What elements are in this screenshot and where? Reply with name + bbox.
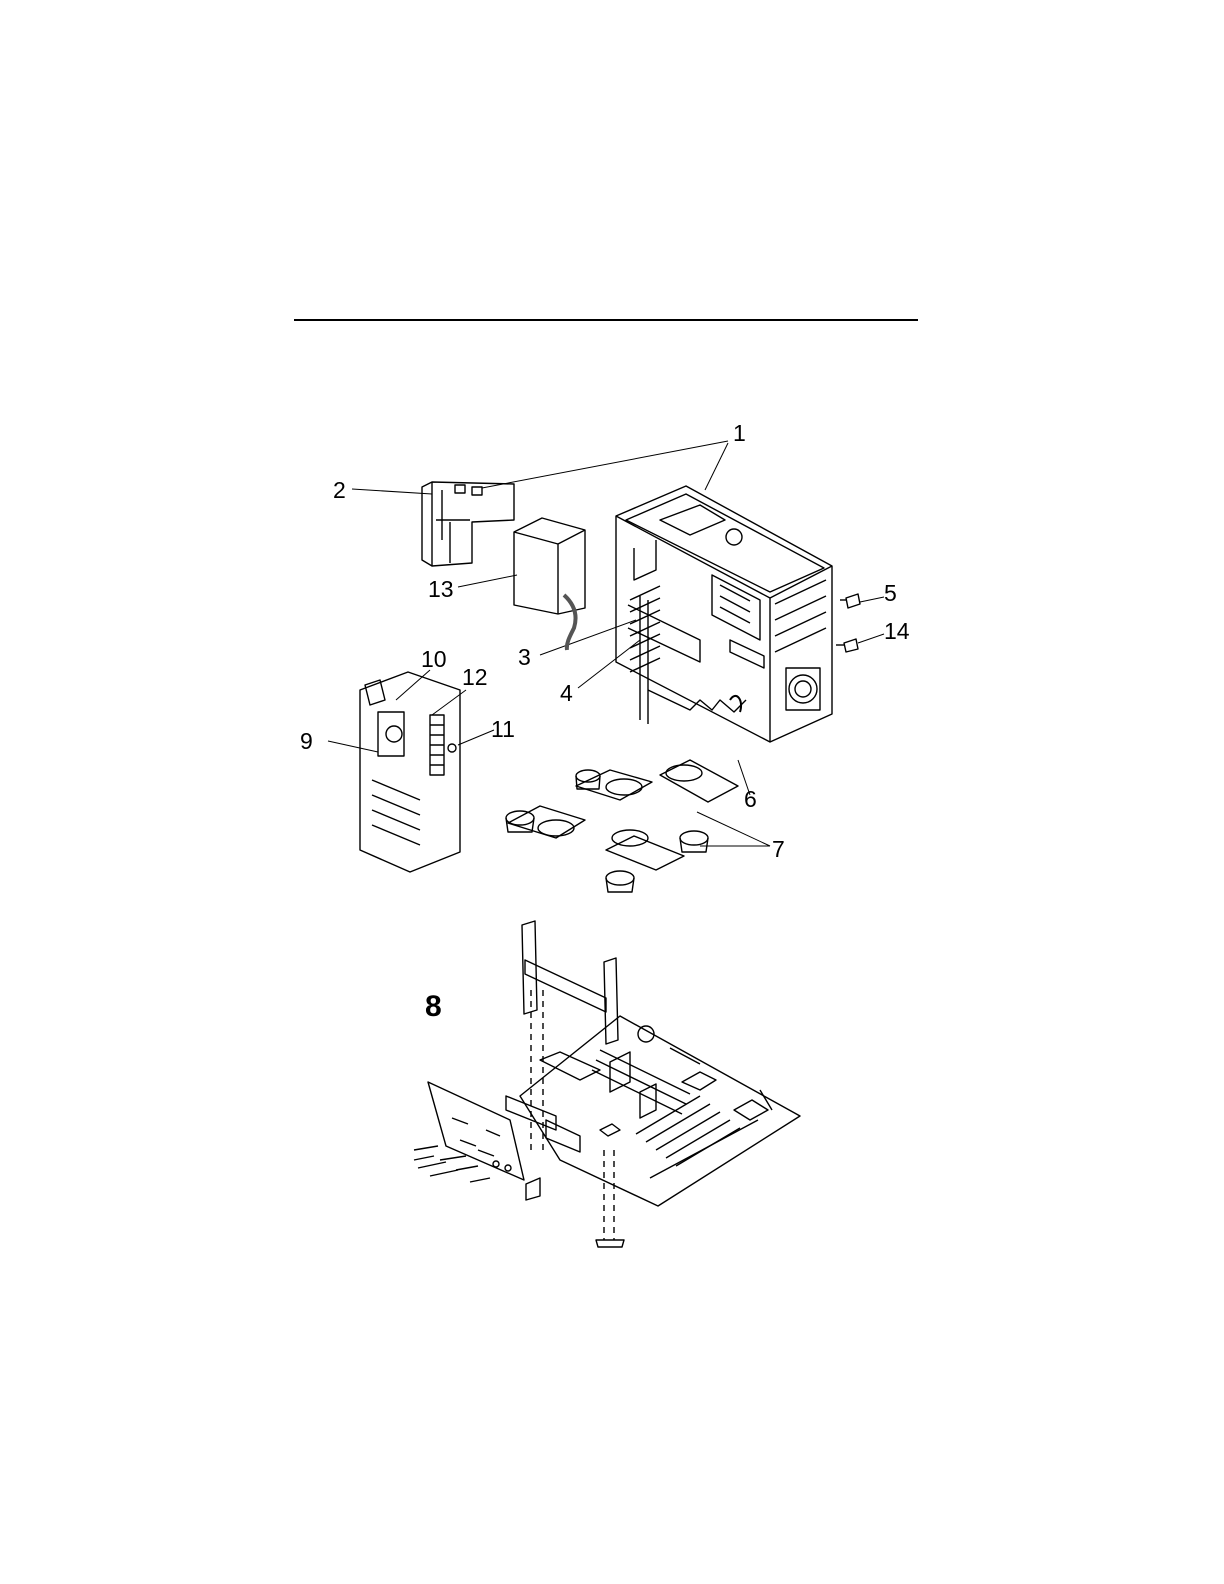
callout-3: 3 (518, 646, 531, 669)
callout-1: 1 (733, 422, 746, 445)
cable-connectors (836, 594, 860, 652)
callout-12: 12 (462, 666, 488, 689)
callout-2: 2 (333, 479, 346, 502)
callout-6: 6 (744, 788, 757, 811)
air-duct (422, 482, 514, 566)
callout-7: 7 (772, 838, 785, 861)
callout-10: 10 (421, 648, 447, 671)
power-supply (514, 518, 585, 650)
callout-13: 13 (428, 578, 454, 601)
callout-8: 8 (425, 992, 442, 1022)
callout-4: 4 (560, 682, 573, 705)
system-board (414, 921, 800, 1247)
chassis (616, 486, 832, 742)
riser-board (360, 672, 460, 872)
callout-9: 9 (300, 730, 313, 753)
callout-5: 5 (884, 582, 897, 605)
callout-11: 11 (491, 718, 515, 741)
chassis-feet (506, 760, 738, 892)
callout-14: 14 (884, 620, 910, 643)
